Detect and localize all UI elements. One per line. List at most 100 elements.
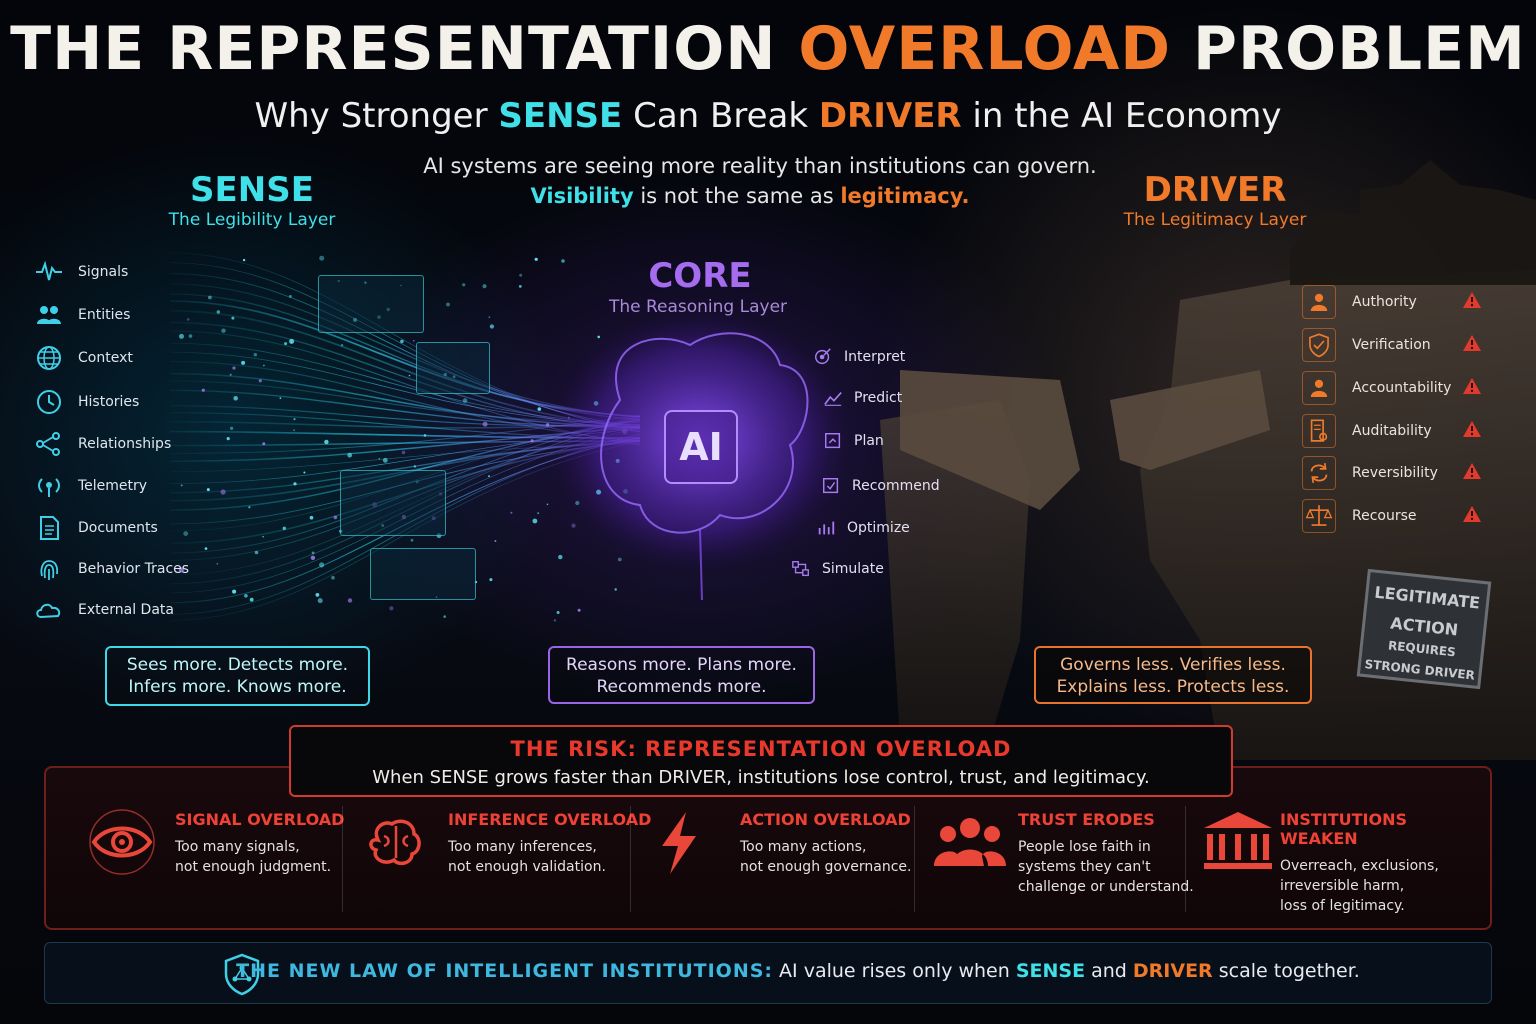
data-particle — [180, 484, 183, 487]
driver-item-label: Reversibility — [1352, 465, 1438, 481]
risk-banner: THE RISK: REPRESENTATION OVERLOAD When S… — [289, 725, 1233, 797]
data-particle — [340, 344, 344, 347]
sense-item-label: Behavior Traces — [78, 561, 190, 577]
chart-icon — [818, 521, 835, 535]
data-particle — [446, 302, 450, 307]
data-particle — [282, 526, 286, 530]
core-item-label: Interpret — [844, 349, 906, 365]
driver-item: Reversibility — [1302, 456, 1482, 490]
data-particle — [179, 333, 184, 339]
sense-item-label: Signals — [78, 264, 129, 280]
audit-icon — [1310, 419, 1328, 442]
cloud-icon — [36, 603, 61, 619]
data-particle — [253, 353, 257, 357]
core-title: CORE — [648, 256, 752, 296]
ruined-building — [1290, 160, 1536, 285]
sense-item-label: External Data — [78, 602, 174, 618]
driver-subtitle: The Legitimacy Layer — [1123, 210, 1307, 230]
sense-summary-line-2: Infers more. Knows more. — [128, 677, 347, 697]
risk-desc-line: Too many actions, — [740, 839, 867, 855]
risk-column-title: ACTION OVERLOAD — [740, 810, 911, 829]
ai-chip: AI — [664, 410, 738, 484]
sense-item-label: Documents — [78, 520, 158, 536]
target-icon — [815, 348, 831, 365]
eye-icon — [89, 809, 155, 875]
sense-item: Relationships — [34, 430, 171, 458]
risk-divider — [630, 806, 631, 912]
data-particle — [311, 551, 315, 555]
shield-check-icon — [1309, 333, 1329, 358]
data-particle — [319, 255, 325, 261]
risk-subtitle: When SENSE grows faster than DRIVER, ins… — [372, 767, 1150, 788]
driver-title: DRIVER — [1143, 170, 1287, 210]
core-item-label: Simulate — [822, 561, 884, 577]
report-panel — [370, 548, 476, 600]
risk-desc-line: systems they can't — [1018, 859, 1151, 875]
data-particle — [232, 366, 236, 370]
data-particle — [309, 515, 314, 520]
broadcast-icon — [38, 478, 60, 497]
shield-network-icon — [224, 953, 260, 996]
sense-item-label: Entities — [78, 307, 131, 323]
driver-item: Auditability — [1302, 414, 1482, 448]
sense-item: Context — [34, 344, 133, 372]
core-item: Simulate — [790, 556, 884, 582]
core-subtitle: The Reasoning Layer — [608, 297, 788, 317]
risk-desc-line: not enough governance. — [740, 859, 912, 875]
data-particle — [331, 575, 335, 580]
risk-desc-line: Too many signals, — [175, 839, 300, 855]
lightning-icon — [662, 812, 696, 874]
data-particle — [310, 555, 316, 560]
data-particle — [519, 273, 523, 277]
risk-icon-wrap — [930, 806, 1010, 882]
warning-badge — [1462, 290, 1482, 314]
risk-desc-line: People lose faith in — [1018, 839, 1151, 855]
sense-summary-box: Sees more. Detects more. Infers more. Kn… — [105, 646, 370, 706]
data-particle — [597, 335, 600, 339]
data-particle — [537, 407, 542, 411]
data-particle — [208, 295, 212, 300]
risk-column-title: INSTITUTIONS WEAKEN — [1280, 810, 1408, 848]
data-particle — [532, 518, 538, 524]
driver-item-label: Authority — [1352, 294, 1417, 310]
data-particle — [183, 531, 189, 536]
clock-icon — [37, 390, 61, 414]
driver-summary-box: Governs less. Verifies less. Explains le… — [1034, 646, 1312, 704]
core-item: Optimize — [815, 515, 910, 541]
risk-desc-line: irreversible harm, — [1280, 878, 1405, 894]
warning-icon — [1463, 378, 1481, 394]
risk-title: THE RISK: REPRESENTATION OVERLOAD — [510, 737, 1012, 761]
warning-icon — [1463, 292, 1481, 308]
risk-column-title: INFERENCE OVERLOAD — [448, 810, 652, 829]
data-particle — [258, 379, 262, 383]
warning-icon — [1463, 463, 1481, 479]
data-particle — [226, 437, 230, 441]
core-item: Predict — [822, 385, 902, 411]
data-particle — [319, 562, 325, 568]
driver-item: Authority — [1302, 285, 1482, 319]
data-particle — [378, 458, 381, 460]
data-particle — [488, 316, 491, 319]
data-particle — [241, 360, 246, 365]
driver-icon-frame — [1302, 414, 1336, 448]
scales-icon — [1305, 505, 1333, 526]
data-particle — [333, 515, 338, 520]
data-particle — [489, 324, 494, 329]
core-item: Recommend — [820, 473, 940, 499]
data-particle — [443, 615, 447, 618]
data-particle — [201, 388, 205, 392]
data-particle — [401, 450, 406, 455]
data-particle — [289, 295, 292, 298]
risk-divider — [342, 806, 343, 912]
risk-icon-wrap — [640, 806, 720, 882]
data-particle — [389, 606, 394, 611]
data-particle — [324, 439, 329, 445]
data-particle — [518, 285, 522, 288]
data-particle — [249, 597, 254, 602]
driver-icon-frame — [1302, 328, 1336, 362]
data-particle — [347, 598, 353, 603]
institution-icon — [1204, 812, 1272, 869]
